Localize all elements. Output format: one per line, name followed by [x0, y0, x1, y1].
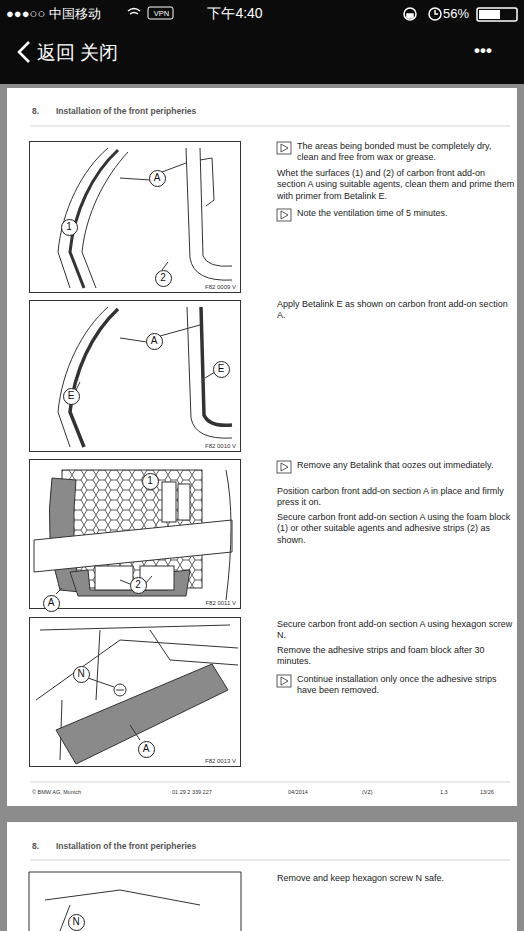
- callout-circle: 1: [142, 473, 159, 490]
- footer-text: 04/2014: [288, 789, 338, 796]
- figure-frame: F82 0010 V A E E: [29, 300, 241, 452]
- callout-circle: 2: [130, 577, 147, 594]
- callout-number: A: [143, 744, 150, 754]
- callout-number: 1: [147, 476, 153, 486]
- callout-circle: A: [138, 741, 155, 758]
- instruction-text: Apply Betalink E as shown on carbon fron…: [277, 299, 515, 322]
- footer-text: 13/26: [480, 789, 510, 796]
- figure-id: F82 0011 V: [205, 600, 236, 606]
- figure-frame: F82 0011 V 1A 2: [29, 459, 241, 609]
- callout-number: E: [68, 391, 75, 401]
- footer-text: (VZ): [362, 789, 402, 796]
- callout-circle: A: [149, 170, 166, 187]
- instruction-text: Secure carbon front add-on section A usi…: [277, 512, 515, 546]
- figure-id: F82 0009 V: [205, 284, 236, 290]
- callout-circle: N: [73, 666, 90, 683]
- status-text: 56%: [443, 6, 476, 22]
- instruction-text: Remove the adhesive strips and foam bloc…: [277, 645, 515, 668]
- callout-circle: E: [63, 388, 80, 405]
- status-text: •••: [474, 40, 514, 61]
- instruction-text: Remove any Betalink that oozes out immed…: [297, 460, 515, 471]
- callout-number: A: [48, 598, 55, 608]
- figure-id: F82 0010 V: [205, 443, 236, 449]
- callout-number: 2: [160, 273, 166, 283]
- instruction-text: Continue installation only once the adhe…: [297, 674, 515, 697]
- instruction-text: Installation of the front peripheries: [56, 841, 306, 852]
- callout-number: 2: [135, 580, 141, 590]
- callout-circle: 1: [61, 219, 78, 236]
- instruction-text: Note the ventilation time of 5 minutes.: [297, 208, 515, 219]
- instruction-text: 8.: [32, 106, 52, 117]
- callout-circle: 2: [155, 270, 172, 287]
- figure-frame: F82 0013 V N A: [29, 617, 241, 767]
- callout-circle: E: [213, 361, 230, 378]
- instruction-text: Remove and keep hexagon screw N safe.: [277, 873, 515, 884]
- footer-text: © BMW AG, Munich: [32, 789, 142, 796]
- callout-number: N: [72, 917, 79, 927]
- instruction-text: Secure carbon front add-on section A usi…: [277, 619, 515, 642]
- footer-text: 01 29 2 339 227: [172, 789, 262, 796]
- callout-number: 1: [66, 222, 72, 232]
- status-text: 下午4:40: [200, 5, 270, 23]
- callout-number: N: [77, 669, 84, 679]
- section-title: Installation of the front peripheries: [56, 106, 306, 117]
- instruction-text: 8.: [32, 841, 52, 852]
- status-text: 返回: [37, 41, 81, 65]
- footer-text: 1.3: [440, 789, 470, 796]
- callout-circle: N: [68, 914, 85, 931]
- figure-id: F82 0013 V: [205, 758, 236, 764]
- callout-number: E: [218, 364, 225, 374]
- instruction-text: The areas being bonded must be completel…: [297, 141, 515, 164]
- callout-number: A: [154, 173, 161, 183]
- figure-frame: F82 0009 V A 1 2: [29, 141, 241, 293]
- callout-number: A: [151, 336, 158, 346]
- status-text: ●●●○○ 中国移动: [6, 6, 126, 22]
- instruction-text: Position carbon front add-on section A i…: [277, 486, 515, 509]
- status-text: 关闭: [80, 41, 124, 65]
- status-text: VPN: [150, 9, 173, 18]
- callout-circle: A: [43, 595, 60, 612]
- instruction-text: Whet the surfaces (1) and (2) of carbon …: [277, 168, 515, 202]
- callout-circle: A: [146, 333, 163, 350]
